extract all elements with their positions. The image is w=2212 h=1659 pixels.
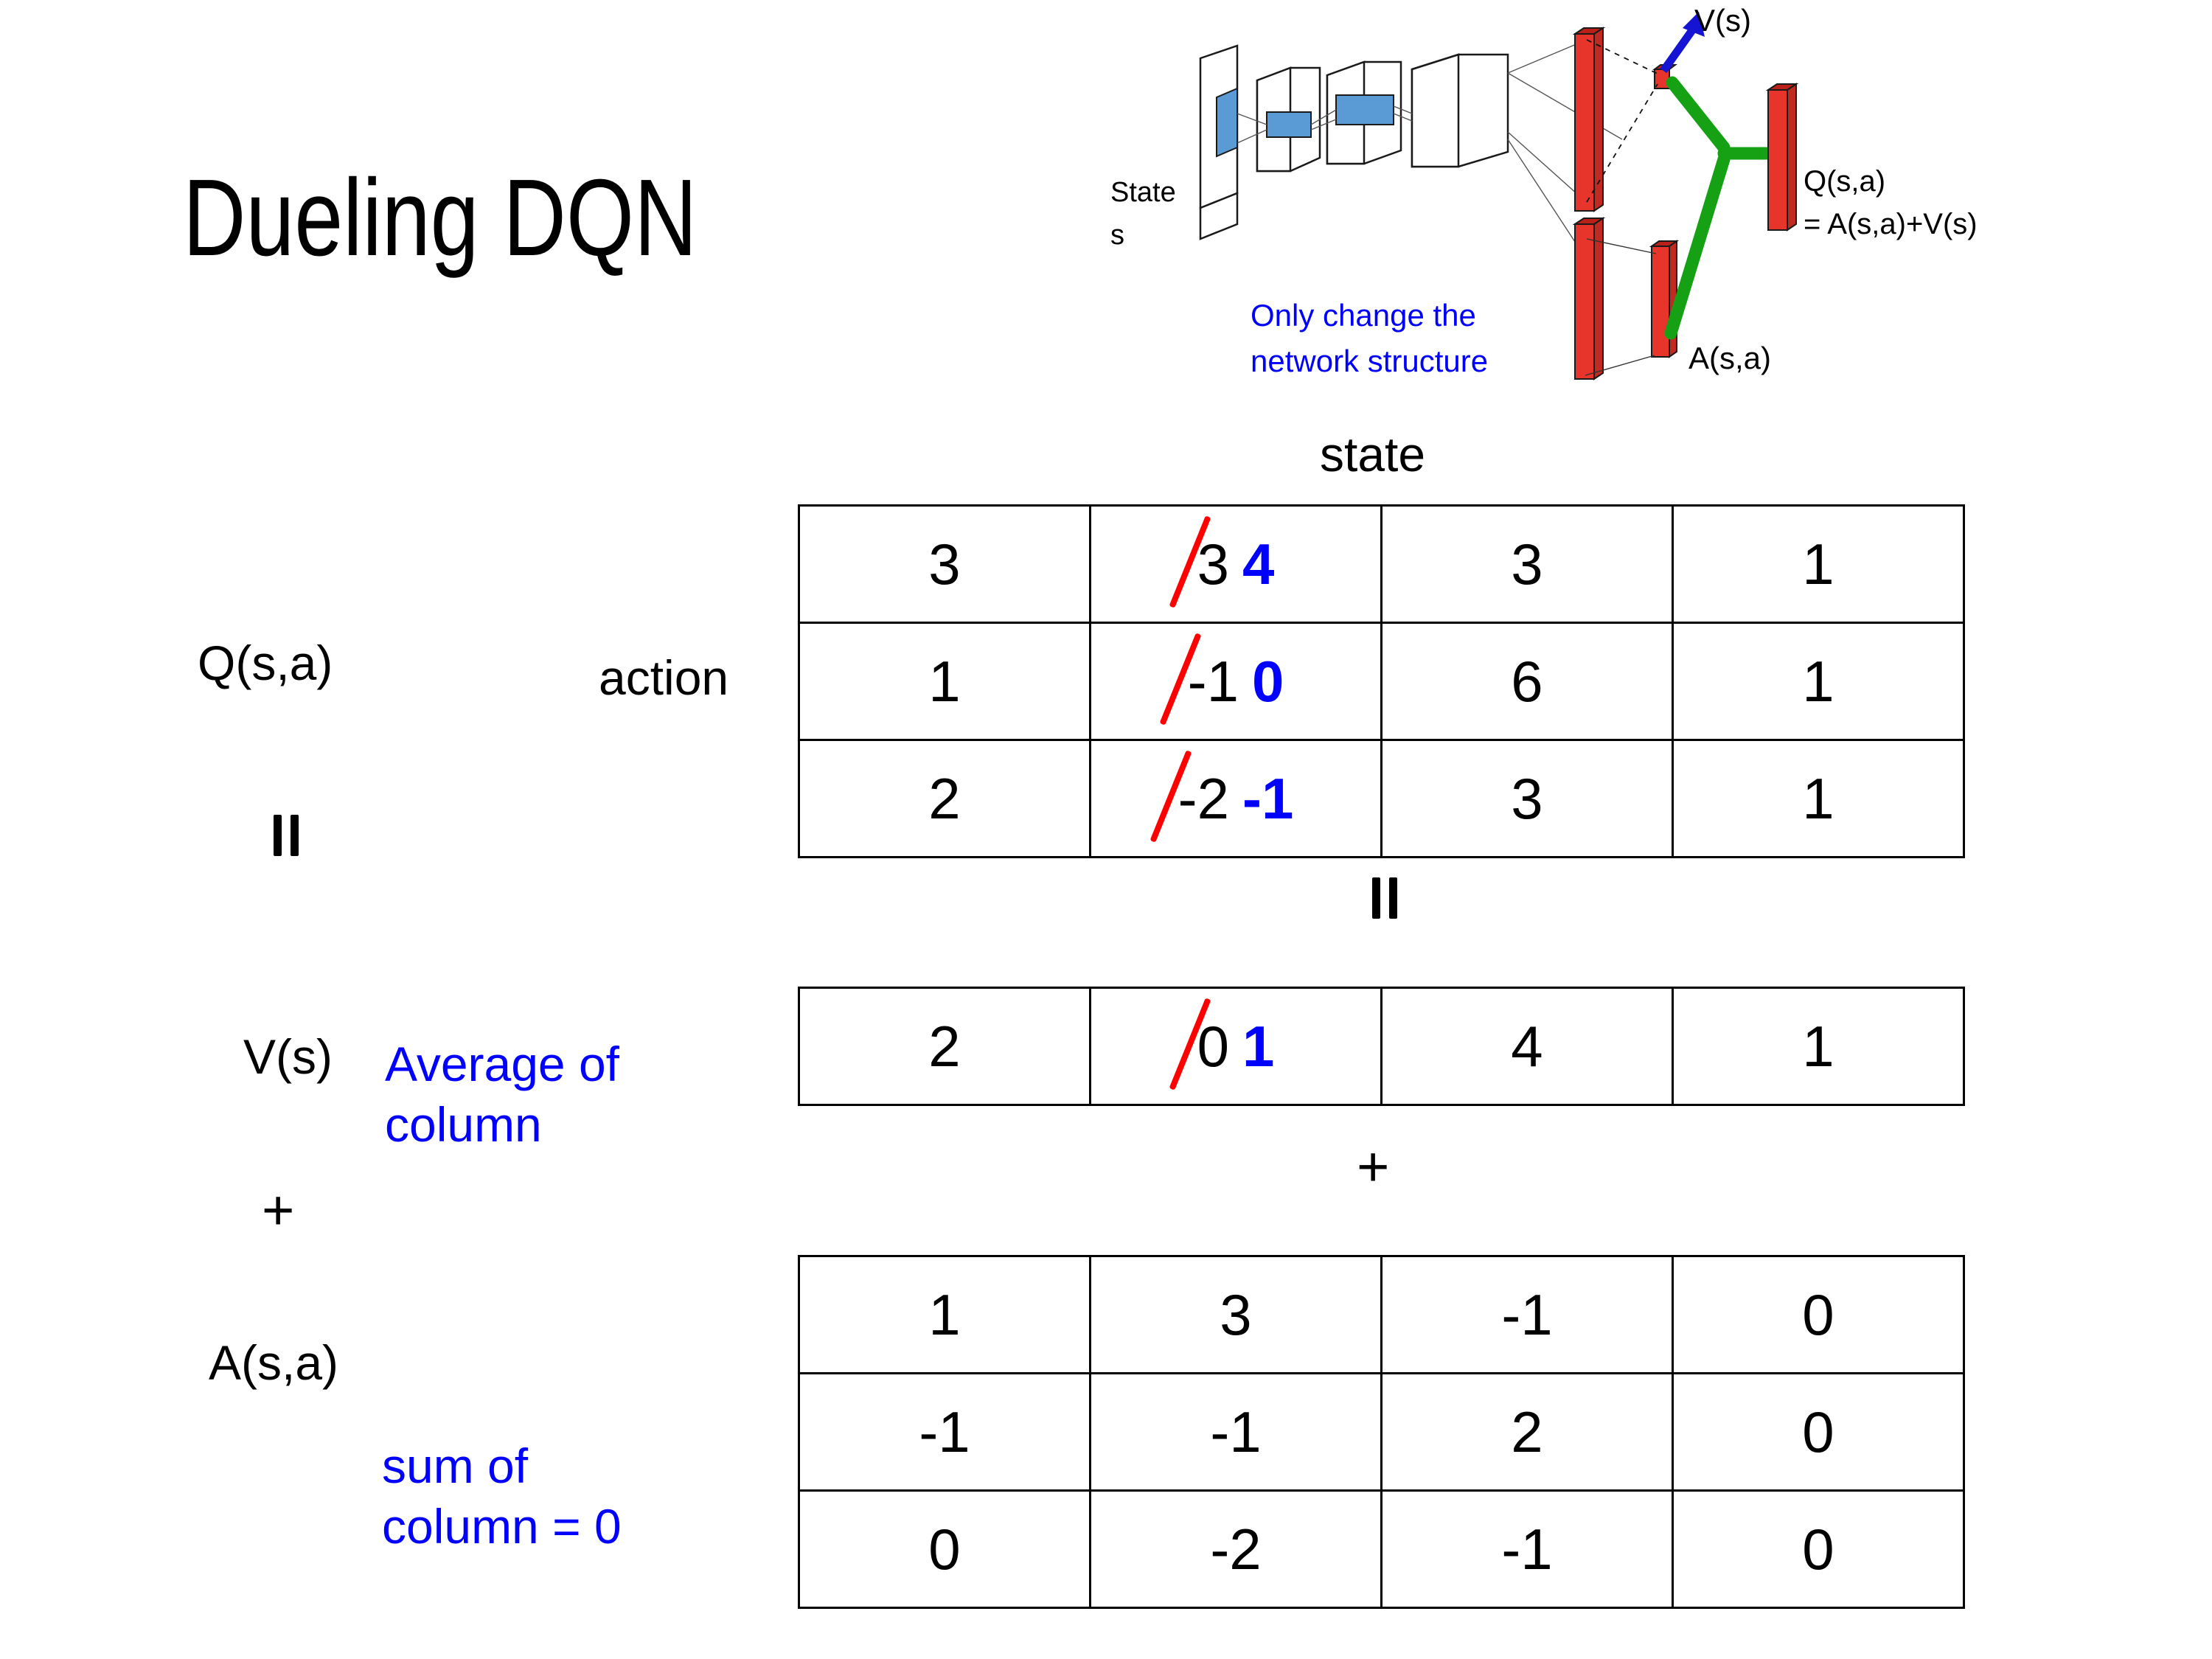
average-of-column-note: Average of column xyxy=(385,1040,731,1149)
equals-sign-decomposition xyxy=(269,815,303,856)
page-title: Dueling DQN xyxy=(183,157,698,279)
table-row: 2 -2-1 3 1 xyxy=(798,739,1965,858)
q-function-label: Q(s,a) xyxy=(198,636,333,690)
struck-value: 0 xyxy=(1197,1013,1229,1079)
struck-value: -1 xyxy=(1187,648,1239,714)
table-cell: 2 xyxy=(798,739,1091,858)
corrected-value: -1 xyxy=(1242,765,1294,831)
sum-note-line1: sum of xyxy=(382,1439,529,1493)
struck-value: 3 xyxy=(1197,531,1229,597)
table-cell: 6 xyxy=(1380,622,1674,741)
struck-value: -2 xyxy=(1178,765,1229,831)
table-cell: 2 xyxy=(1380,1372,1674,1492)
v-function-label: V(s) xyxy=(243,1029,333,1084)
table-cell: 1 xyxy=(798,622,1091,741)
average-note-line2: column xyxy=(385,1097,542,1152)
table-row: 0 -2 -1 0 xyxy=(798,1489,1965,1609)
table-cell: 3 xyxy=(1380,504,1674,624)
table-cell: 0 xyxy=(1672,1255,1965,1374)
table-cell: 0 xyxy=(1672,1489,1965,1609)
diagram-state-label-line1: State xyxy=(1110,177,1176,208)
diagram-note-line2: network structure xyxy=(1251,344,1489,378)
table-cell: 3 xyxy=(798,504,1091,624)
state-axis-label: state xyxy=(1320,427,1426,481)
average-note-line1: Average of xyxy=(385,1037,620,1091)
table-cell: -1 xyxy=(1380,1489,1674,1609)
plus-sign-between-tables: + xyxy=(1357,1135,1390,1198)
corrected-value: 1 xyxy=(1242,1013,1275,1079)
corrected-value: 0 xyxy=(1251,648,1284,714)
equals-sign-between-tables xyxy=(1368,877,1402,919)
table-cell: -1 xyxy=(798,1372,1091,1492)
table-cell: 1 xyxy=(1672,987,1965,1106)
table-cell: -1 xyxy=(1089,1372,1382,1492)
corrected-value: 4 xyxy=(1242,531,1275,597)
table-cell: 3 xyxy=(1089,1255,1382,1374)
diagram-output-a-label: A(s,a) xyxy=(1688,341,1772,375)
a-values-table: 1 3 -1 0 -1 -1 2 0 0 -2 -1 0 xyxy=(798,1255,1965,1609)
table-cell: 1 xyxy=(1672,739,1965,858)
table-cell: 3 xyxy=(1380,739,1674,858)
table-cell: 0 xyxy=(798,1489,1091,1609)
table-cell-edited: -2-1 xyxy=(1089,739,1382,858)
table-row: -1 -1 2 0 xyxy=(798,1372,1965,1492)
table-cell: -1 xyxy=(1380,1255,1674,1374)
diagram-note-line1: Only change the xyxy=(1251,298,1476,333)
sum-note-line2: column = 0 xyxy=(382,1499,622,1554)
plus-sign-left: + xyxy=(262,1179,295,1242)
diagram-output-q-label-line1: Q(s,a) xyxy=(1804,165,1886,198)
diagram-output-q-label-line2: = A(s,a)+V(s) xyxy=(1804,208,1978,240)
diagram-state-label-line2: s xyxy=(1110,220,1124,251)
table-cell: 4 xyxy=(1380,987,1674,1106)
a-function-label: A(s,a) xyxy=(209,1335,339,1390)
table-cell: 1 xyxy=(1672,622,1965,741)
dueling-network-diagram: State s Only change the network structur… xyxy=(1106,3,2197,401)
action-axis-label: action xyxy=(599,650,729,705)
table-cell: 2 xyxy=(798,987,1091,1106)
sum-of-column-note: sum of column = 0 xyxy=(382,1441,728,1551)
table-row: 1 3 -1 0 xyxy=(798,1255,1965,1374)
table-cell: -2 xyxy=(1089,1489,1382,1609)
table-cell: 1 xyxy=(1672,504,1965,624)
table-cell: 1 xyxy=(798,1255,1091,1374)
table-cell: 0 xyxy=(1672,1372,1965,1492)
diagram-output-v-label: V(s) xyxy=(1694,3,1751,38)
